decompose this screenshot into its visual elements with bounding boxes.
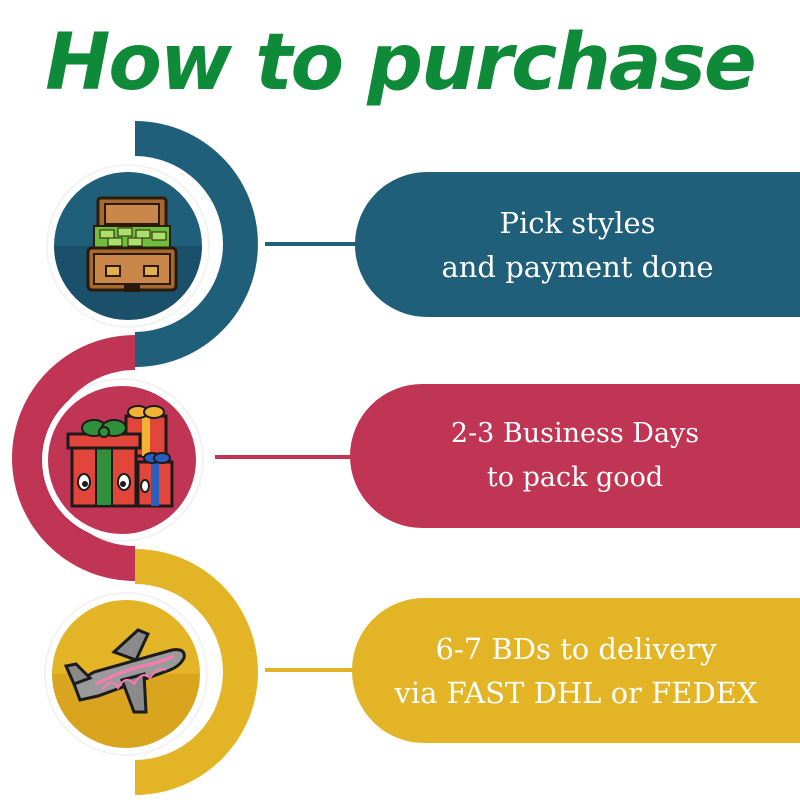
connector-step-2 — [215, 455, 355, 459]
step-1-line-2: and payment done — [441, 249, 714, 284]
step-2-line-1: 2-3 Business Days — [450, 418, 700, 449]
arc-3 — [135, 549, 258, 795]
step-2-line-2: to pack good — [486, 462, 664, 493]
step-1-line-1: Pick styles — [499, 205, 656, 240]
step-1-medallion — [48, 166, 208, 326]
arc-1 — [135, 121, 258, 367]
step-3-medallion — [46, 594, 206, 754]
step-3-line-1: 6-7 BDs to delivery — [435, 631, 717, 666]
step-1-band: Pick styles and payment done — [355, 172, 800, 317]
gift-boxes-icon — [48, 386, 196, 534]
airplane-icon — [52, 600, 200, 748]
connector-step-1 — [265, 242, 360, 246]
page-title: How to purchase — [45, 18, 757, 108]
step-3-band: 6-7 BDs to delivery via FAST DHL or FEDE… — [352, 598, 800, 743]
step-3-line-2: via FAST DHL or FEDEX — [394, 675, 758, 710]
arc-2 — [12, 335, 135, 581]
step-2-medallion — [42, 380, 202, 540]
briefcase-of-money-icon — [54, 172, 202, 320]
step-2-band: 2-3 Business Days to pack good — [350, 384, 800, 528]
connector-step-3 — [265, 668, 360, 672]
